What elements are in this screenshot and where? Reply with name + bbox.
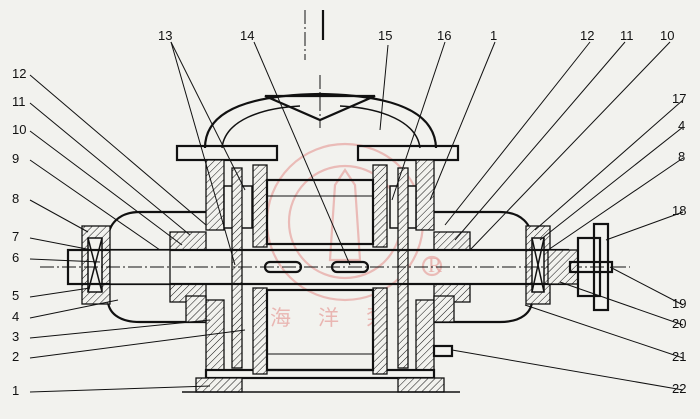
drain-port bbox=[432, 344, 454, 358]
discharge-port-mark bbox=[304, 10, 325, 60]
callout-left-3: 3 bbox=[12, 329, 19, 344]
leader-lines-left bbox=[29, 74, 246, 393]
callout-right-22: 22 bbox=[672, 381, 686, 396]
watermark-mark: R bbox=[428, 253, 442, 277]
callout-top-11: 11 bbox=[620, 28, 634, 43]
callout-left-1: 1 bbox=[12, 383, 19, 398]
watermark-char-2: 洋 bbox=[318, 306, 339, 330]
pump-body bbox=[182, 159, 460, 393]
callout-left-6: 6 bbox=[12, 250, 19, 265]
callout-left-11: 11 bbox=[12, 94, 26, 109]
callout-left-5: 5 bbox=[12, 288, 19, 303]
callout-right-4: 4 bbox=[678, 118, 685, 133]
callout-left-12: 12 bbox=[12, 66, 26, 81]
callout-left-8: 8 bbox=[12, 191, 19, 206]
callout-top-14: 14 bbox=[240, 28, 254, 43]
callout-left-7: 7 bbox=[12, 229, 19, 244]
coupling bbox=[547, 222, 614, 312]
pump-shaft bbox=[40, 248, 630, 286]
callout-left-9: 9 bbox=[12, 151, 19, 166]
watermark-char-1: 海 bbox=[270, 306, 291, 330]
callout-top-15: 15 bbox=[378, 28, 392, 43]
callout-left-4: 4 bbox=[12, 309, 19, 324]
callout-right-8: 8 bbox=[678, 149, 685, 164]
callout-left-10: 10 bbox=[12, 122, 26, 137]
callout-labels: 12 11 10 9 8 7 6 5 4 3 2 1 13 14 15 16 1… bbox=[12, 28, 686, 398]
top-cover bbox=[175, 75, 460, 162]
callout-right-21: 21 bbox=[672, 349, 686, 364]
impeller bbox=[252, 164, 388, 375]
leader-lines-right bbox=[170, 41, 684, 391]
callout-left-2: 2 bbox=[12, 349, 19, 364]
callout-right-19: 19 bbox=[672, 296, 686, 311]
callout-right-17: 17 bbox=[672, 91, 686, 106]
callout-top-13: 13 bbox=[158, 28, 172, 43]
callout-top-1: 1 bbox=[490, 28, 497, 43]
callout-top-10: 10 bbox=[660, 28, 674, 43]
callout-right-18: 18 bbox=[672, 203, 686, 218]
callout-top-16: 16 bbox=[437, 28, 451, 43]
callout-right-20: 20 bbox=[672, 316, 686, 331]
callout-top-12: 12 bbox=[580, 28, 594, 43]
